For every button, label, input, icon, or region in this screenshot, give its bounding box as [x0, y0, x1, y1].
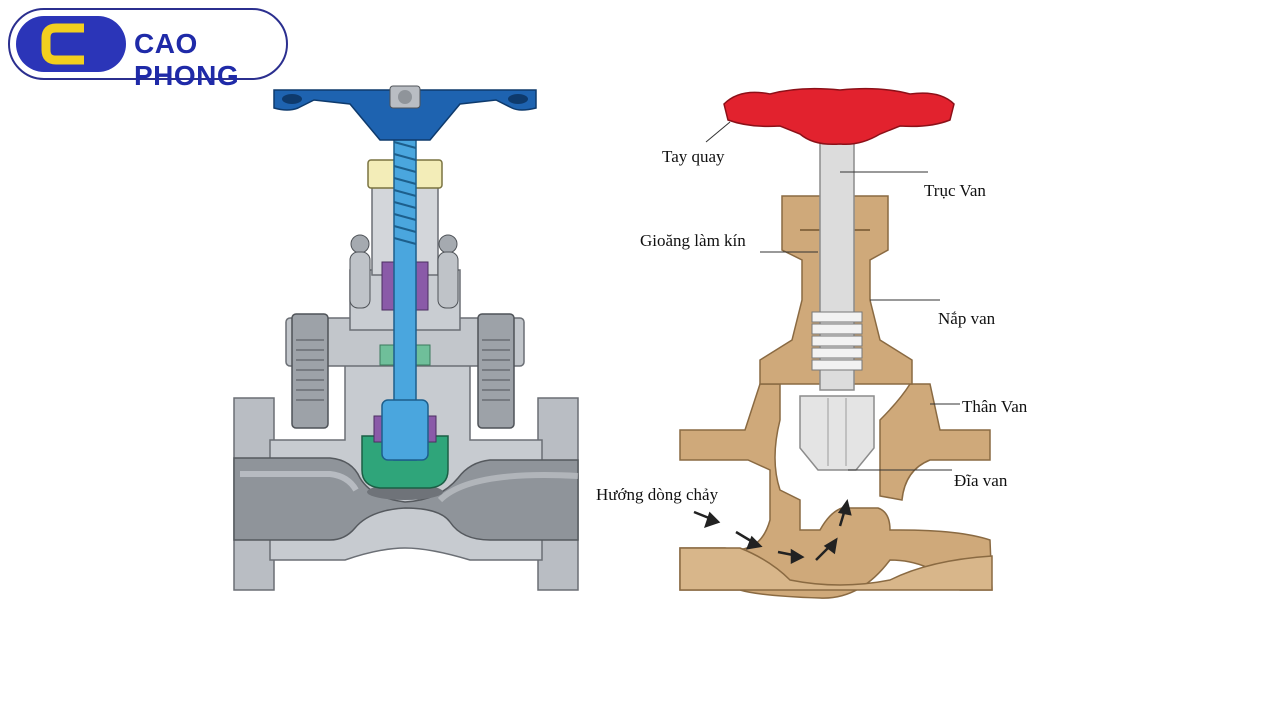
- flow-arrows: [693, 499, 852, 565]
- label-bonnet: Nắp van: [938, 309, 996, 328]
- left-valve-cutaway: [233, 85, 579, 591]
- label-body: Thân Van: [962, 397, 1028, 416]
- left-valve-handwheel: [273, 85, 537, 141]
- label-disc: Đĩa van: [954, 471, 1008, 490]
- leader-lines: [705, 121, 960, 471]
- right-valve-handwheel: [723, 87, 955, 146]
- label-stem: Trục Van: [924, 181, 986, 200]
- right-valve-stem: [811, 139, 863, 391]
- label-handwheel: Tay quay: [662, 147, 725, 166]
- label-packing: Gioăng làm kín: [640, 231, 746, 250]
- brand-logo: CAO PHONG: [8, 8, 288, 91]
- left-valve-stem: [381, 109, 429, 461]
- label-flow-direction: Hướng dòng chảy: [596, 485, 719, 504]
- right-valve-disc: [799, 395, 875, 471]
- left-valve-bolts: [291, 234, 515, 429]
- brand-mark-icon: [16, 16, 126, 72]
- right-valve-section: Tay quay Trục Van Gioăng làm kín Nắp van…: [596, 87, 1028, 599]
- brand-name: CAO PHONG: [134, 28, 240, 91]
- right-valve-packing: [811, 311, 863, 371]
